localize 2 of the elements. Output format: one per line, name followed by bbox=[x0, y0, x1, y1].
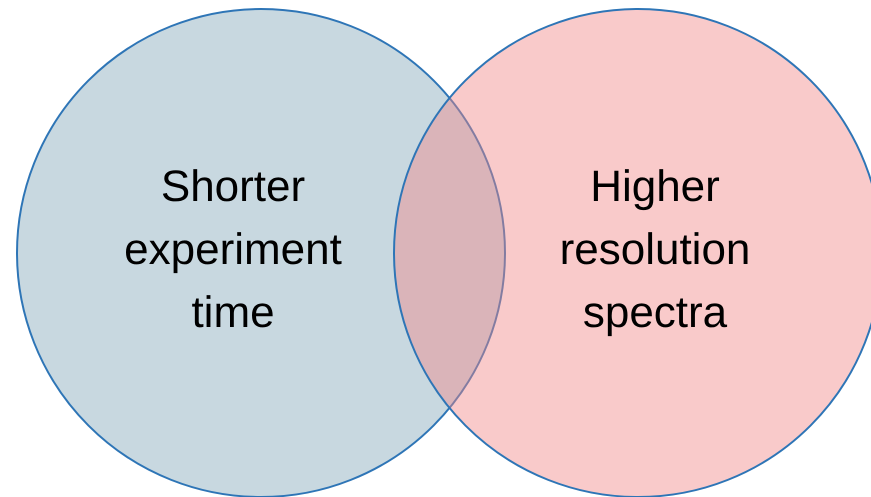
circle-label: Shorter experiment time bbox=[123, 161, 343, 339]
circle-label: Higher resolution spectra bbox=[558, 161, 752, 339]
